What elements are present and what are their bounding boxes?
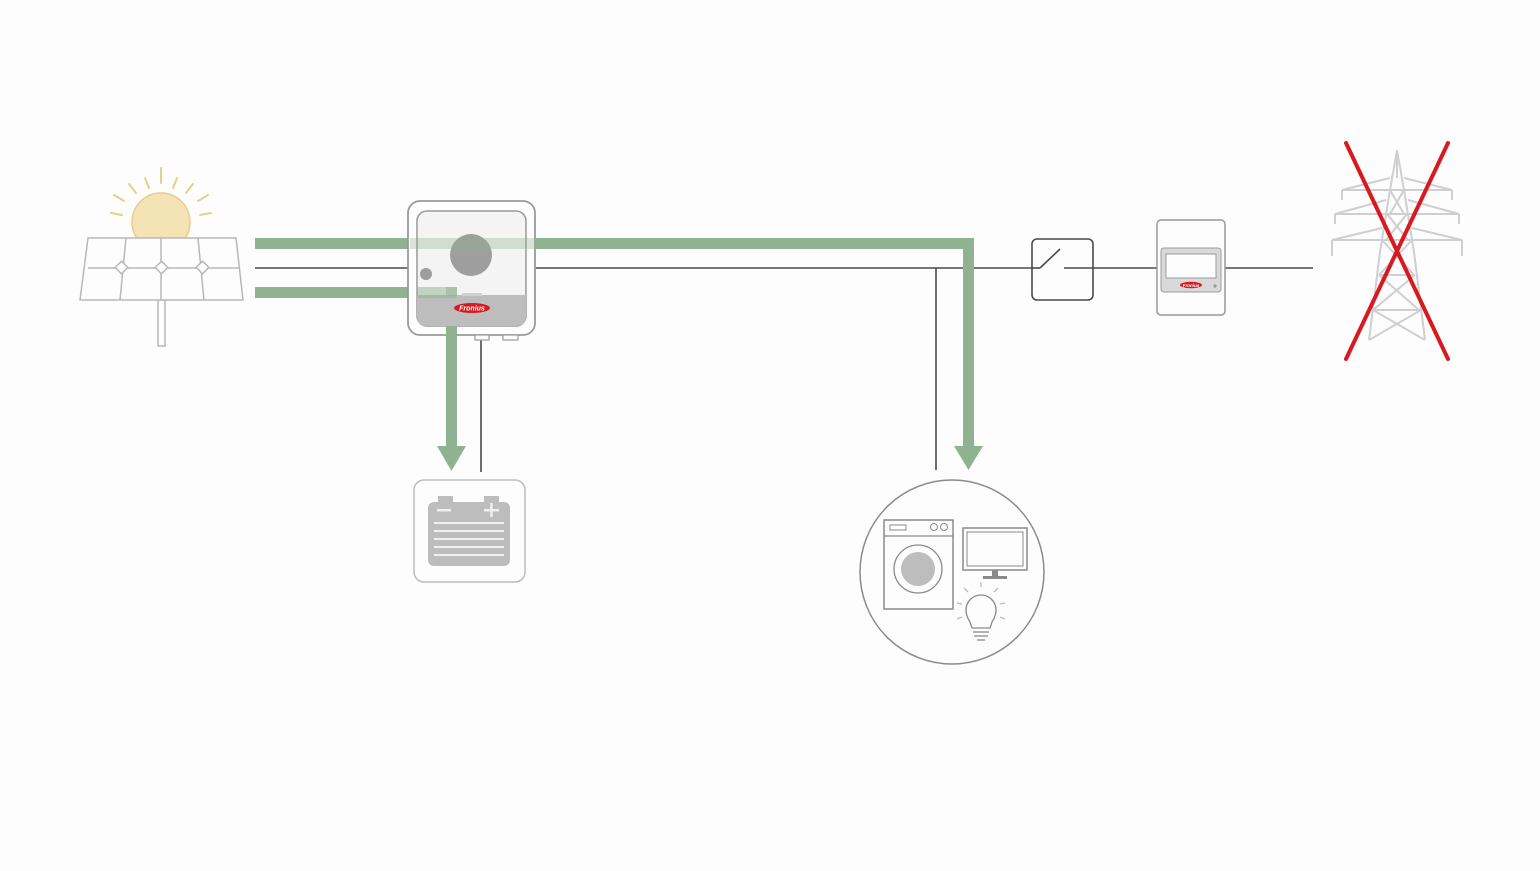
light-bulb-icon [956,582,1006,641]
energy-flow-inverter-to-battery [417,287,466,471]
ac-wire [536,267,1313,470]
washing-machine-icon [883,519,954,610]
energy-flow-inverter-to-loads [410,238,983,470]
battery-icon [413,479,526,583]
sun-icon [110,167,212,252]
energy-flow-pv-to-inverter [255,238,455,298]
meter-brand-logo: Fronius [1180,281,1202,289]
smart-meter-icon: Fronius [1156,219,1226,316]
solar-panel-icon [79,237,244,347]
power-pylon-icon [1331,149,1463,341]
svg-text:Fronius: Fronius [1183,283,1200,288]
household-loads-icon [859,479,1045,665]
svg-text:Fronius: Fronius [459,306,485,313]
disconnect-switch-icon [1031,238,1094,301]
inverter-icon: Fronius [407,200,536,341]
grid-disconnected-cross-icon [1344,141,1450,361]
inverter-brand-logo: Fronius [454,303,490,313]
tv-icon [962,527,1028,579]
